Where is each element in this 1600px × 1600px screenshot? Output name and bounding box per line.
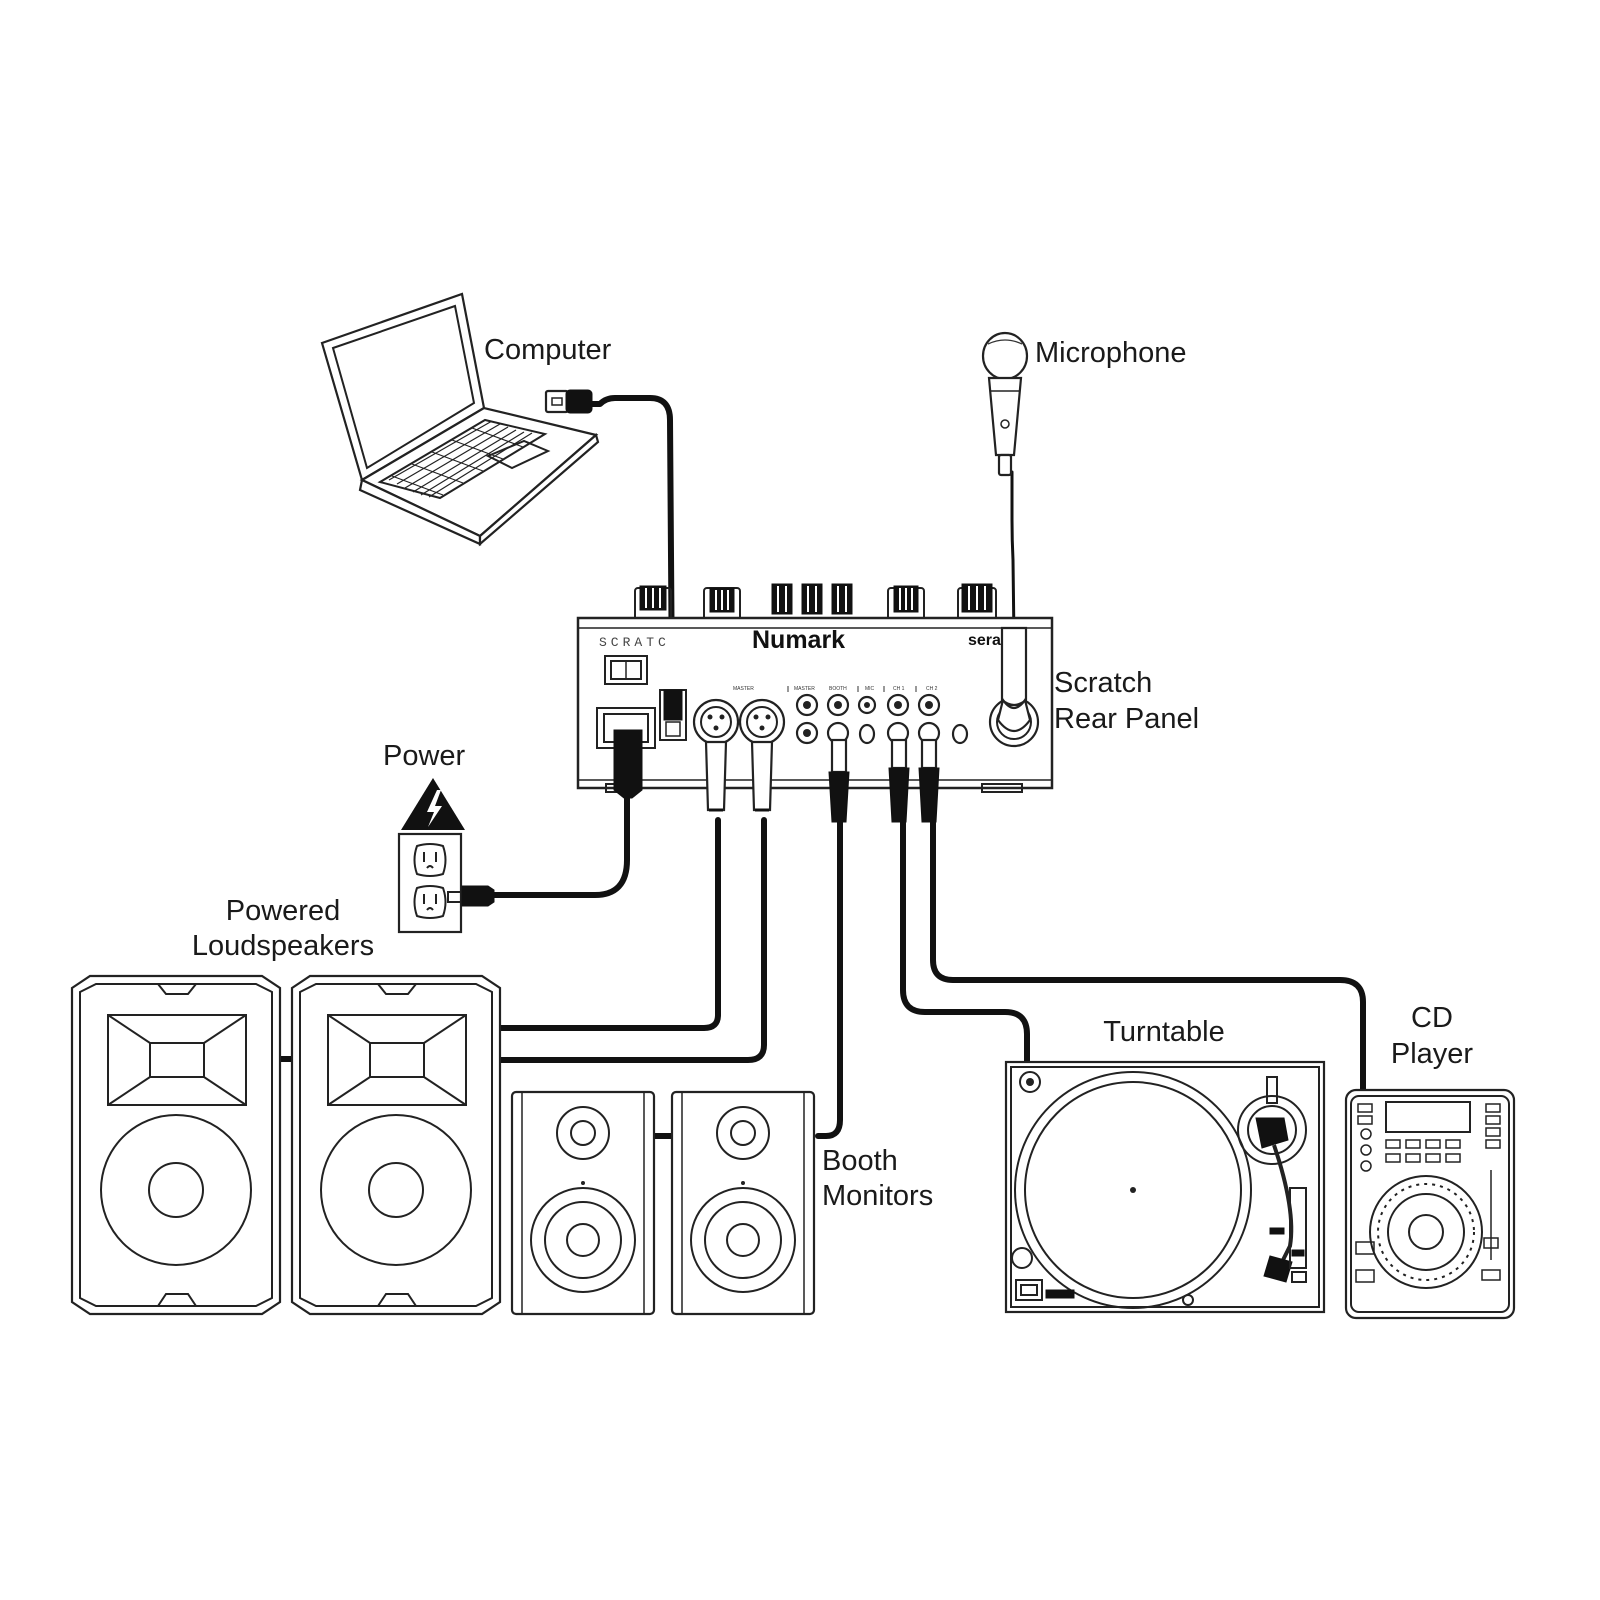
svg-text:MASTER: MASTER <box>733 686 754 692</box>
master-xlr-output-left[interactable] <box>692 698 740 746</box>
loudspeaker-left-icon <box>70 974 282 1316</box>
loudspeakers-label-line2: Loudspeakers <box>192 930 374 962</box>
cd-player-label-line2: Player <box>1391 1038 1474 1070</box>
power-switch[interactable] <box>604 655 648 685</box>
computer-label: Computer <box>484 334 612 366</box>
usb-cable <box>587 395 675 693</box>
cd-cable <box>930 817 1366 1093</box>
mixer-plugs <box>613 626 1032 823</box>
booth-monitors-label-line1: Booth <box>822 1145 898 1177</box>
booth-monitor-left-icon <box>510 1090 656 1316</box>
turntable-label: Turntable <box>1103 1016 1224 1048</box>
laptop-icon <box>320 292 600 547</box>
microphone-label: Microphone <box>1035 337 1187 369</box>
cd-player-label-line1: CD <box>1411 1002 1453 1034</box>
main-out-cable-1 <box>497 817 721 1031</box>
booth-monitors-label-line2: Monitors <box>822 1180 933 1212</box>
loudspeaker-right-icon <box>290 974 502 1316</box>
turntable-icon <box>1004 1060 1326 1314</box>
svg-text:CH 1: CH 1 <box>893 686 905 692</box>
mixer-label-line2: Rear Panel <box>1054 703 1199 735</box>
booth-monitor-right-icon <box>670 1090 816 1316</box>
svg-text:MASTER: MASTER <box>794 686 815 692</box>
booth-out-cable <box>815 817 843 1139</box>
mixer-etched-name: SCRATC <box>599 635 670 650</box>
svg-text:MIC: MIC <box>865 686 875 692</box>
warning-triangle-icon <box>401 778 465 830</box>
rca-jacks[interactable] <box>795 693 969 745</box>
usb-port[interactable] <box>659 689 687 741</box>
microphone-icon <box>981 331 1029 477</box>
mic-cable <box>1010 470 1016 642</box>
master-xlr-output-right[interactable] <box>738 698 786 746</box>
turntable-cable <box>900 817 1030 1065</box>
usb-plug-icon <box>544 389 593 414</box>
power-label: Power <box>383 740 466 772</box>
cables <box>276 395 1366 1139</box>
svg-text:CH 2: CH 2 <box>926 686 938 692</box>
mixer-label-line1: Scratch <box>1054 667 1152 699</box>
loudspeakers-label-line1: Powered <box>226 895 340 927</box>
mixer-rear-panel: SCRATC Numark serato MASTER MASTER BOOTH… <box>576 583 1054 793</box>
diagram-labels: Computer Microphone Scratch Rear Panel P… <box>192 334 1474 1212</box>
main-out-cable-2 <box>497 817 767 1063</box>
mixer-brand-logo: Numark <box>752 626 845 654</box>
power-cable <box>487 777 630 898</box>
power-outlet-icon <box>397 832 495 934</box>
cd-player-icon <box>1344 1088 1516 1320</box>
mixer-knobs <box>634 583 997 621</box>
svg-text:BOOTH: BOOTH <box>829 686 847 692</box>
